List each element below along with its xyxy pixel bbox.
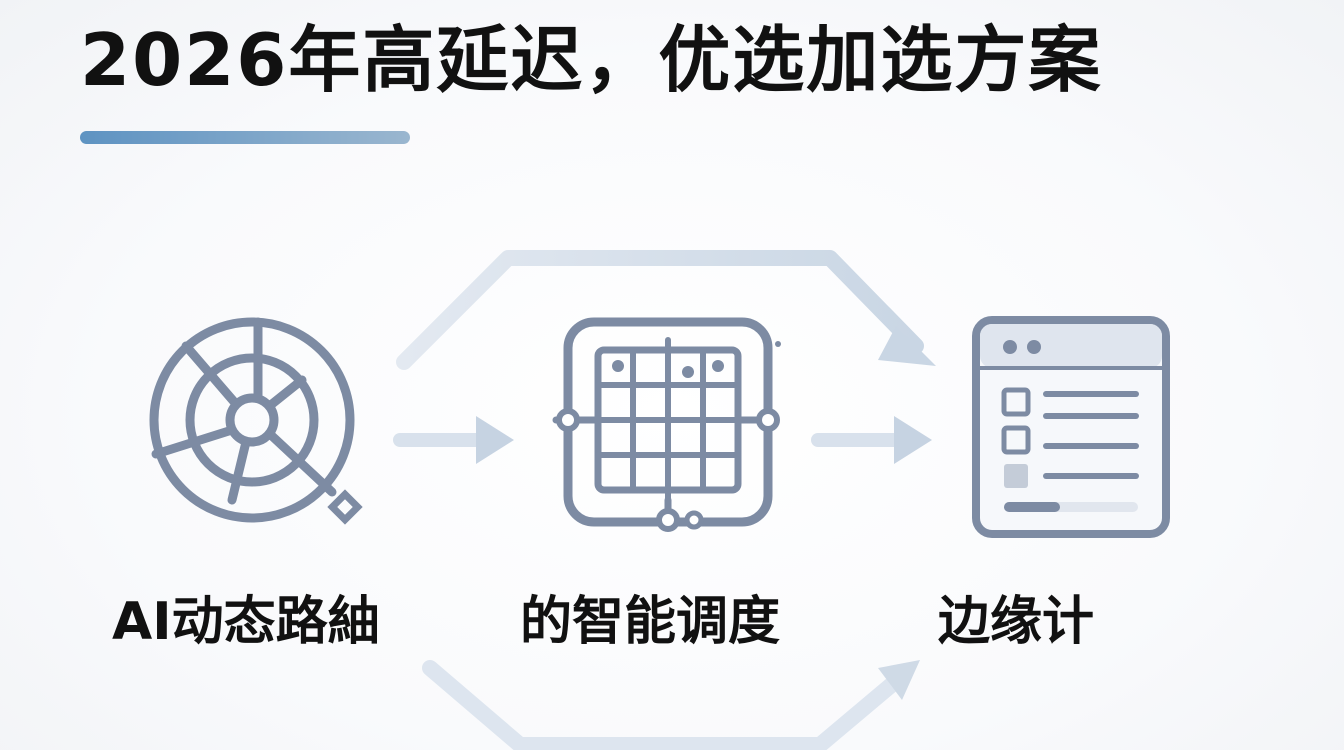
browser-window-icon <box>972 316 1170 538</box>
arrow-step2-to-step3 <box>811 416 932 464</box>
title-underline <box>80 131 410 144</box>
arrow-step1-to-step2 <box>393 416 514 464</box>
grid-chip-icon <box>552 317 781 532</box>
bottom-loop-arrow <box>422 660 920 750</box>
step-label-smart-scheduling: 的智能调度 <box>520 592 781 652</box>
page-title: 2026年高延迟，优选加选方案 <box>80 18 1103 102</box>
step-label-edge-computing: 边缘计 <box>938 592 1095 652</box>
top-loop-arrow <box>396 250 936 370</box>
step-label-ai-routing: AI动态路紬 <box>112 592 380 652</box>
radar-search-icon <box>149 317 363 525</box>
